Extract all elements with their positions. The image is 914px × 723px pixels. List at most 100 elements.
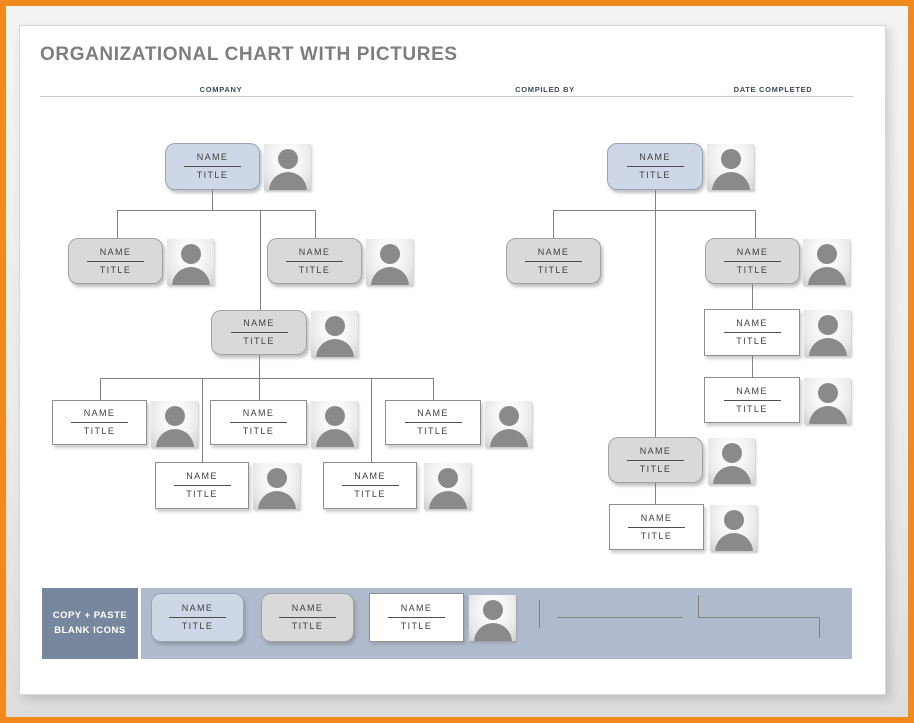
connector-line [755, 211, 756, 238]
blank-person-icon[interactable] [469, 595, 516, 641]
node-name-label: NAME [400, 603, 433, 613]
person-icon[interactable] [424, 463, 471, 509]
person-shoulders-shape [428, 491, 467, 509]
node-divider-line [628, 526, 685, 528]
connector-line [433, 379, 434, 400]
connector-line [260, 211, 261, 310]
person-head-shape [720, 149, 741, 169]
connector-line [371, 379, 372, 462]
copy-paste-label-line1: COPY + PASTE [52, 609, 128, 621]
node-title-label: TITLE [736, 403, 768, 414]
node-title-label: TITLE [400, 621, 433, 631]
person-icon[interactable] [804, 378, 851, 424]
node-divider-line [230, 422, 287, 423]
node-name-label: NAME [639, 445, 672, 456]
connector-line [117, 211, 118, 238]
node-name-label: NAME [243, 318, 275, 328]
node-divider-line [341, 485, 399, 486]
node-name-label: NAME [181, 603, 214, 613]
date-completed-field-label: DATE COMPLETED [733, 85, 813, 94]
person-icon[interactable] [311, 401, 358, 447]
person-icon[interactable] [708, 438, 755, 484]
node-divider-line [71, 422, 128, 423]
node-name-label: NAME [640, 512, 673, 523]
person-icon[interactable] [804, 310, 851, 356]
person-shoulders-shape [714, 533, 753, 551]
person-shoulders-shape [712, 466, 751, 484]
org-node-gray[interactable]: NAME TITLE [211, 310, 307, 355]
node-name-label: NAME [242, 408, 275, 418]
person-head-shape [180, 244, 201, 264]
connector-line [202, 379, 203, 462]
person-icon[interactable] [253, 463, 300, 509]
person-icon[interactable] [707, 144, 754, 190]
person-head-shape [817, 315, 838, 335]
header-divider-line [40, 96, 853, 97]
node-divider-line [169, 617, 226, 618]
connector-line [655, 190, 656, 437]
node-divider-line [87, 260, 144, 262]
node-divider-line [525, 260, 582, 262]
node-title-label: TITLE [83, 426, 116, 436]
person-head-shape [723, 510, 744, 530]
node-divider-line [627, 459, 684, 461]
person-shoulders-shape [155, 429, 194, 447]
node-name-label: NAME [291, 603, 324, 613]
node-name-label: NAME [298, 246, 331, 257]
connector-line [100, 379, 101, 400]
person-icon[interactable] [311, 311, 358, 357]
node-name-label: NAME [736, 385, 768, 396]
person-icon[interactable] [485, 401, 532, 447]
page-title: ORGANIZATIONAL CHART WITH PICTURES [40, 44, 458, 65]
node-divider-line [723, 332, 781, 333]
node-divider-line [184, 166, 241, 167]
person-head-shape [277, 149, 298, 169]
node-title-label: TITLE [243, 336, 275, 346]
node-title-label: TITLE [736, 336, 768, 346]
person-icon[interactable] [803, 239, 850, 285]
node-name-label: NAME [537, 246, 570, 257]
person-icon[interactable] [264, 144, 311, 190]
node-divider-line [626, 166, 684, 167]
person-head-shape [816, 244, 837, 264]
org-node-white[interactable]: NAME TITLE [704, 377, 800, 423]
person-shoulders-shape [268, 172, 307, 190]
person-icon[interactable] [167, 239, 214, 285]
person-shoulders-shape [257, 491, 296, 509]
person-shoulders-shape [315, 339, 354, 357]
person-head-shape [379, 244, 400, 264]
blank-connector-line [539, 600, 540, 628]
copy-paste-label-box: COPY + PASTE BLANK ICONS [42, 588, 138, 659]
person-head-shape [482, 600, 503, 620]
person-icon[interactable] [151, 401, 198, 447]
connector-line [100, 378, 434, 379]
blank-node-white[interactable]: NAME TITLE [369, 593, 464, 642]
person-head-shape [266, 468, 287, 488]
node-title-label: TITLE [639, 170, 671, 180]
connector-line [259, 355, 260, 378]
node-divider-line [724, 260, 781, 262]
person-icon[interactable] [710, 505, 757, 551]
person-shoulders-shape [808, 338, 847, 356]
person-icon[interactable] [366, 239, 413, 285]
node-name-label: NAME [417, 408, 449, 418]
